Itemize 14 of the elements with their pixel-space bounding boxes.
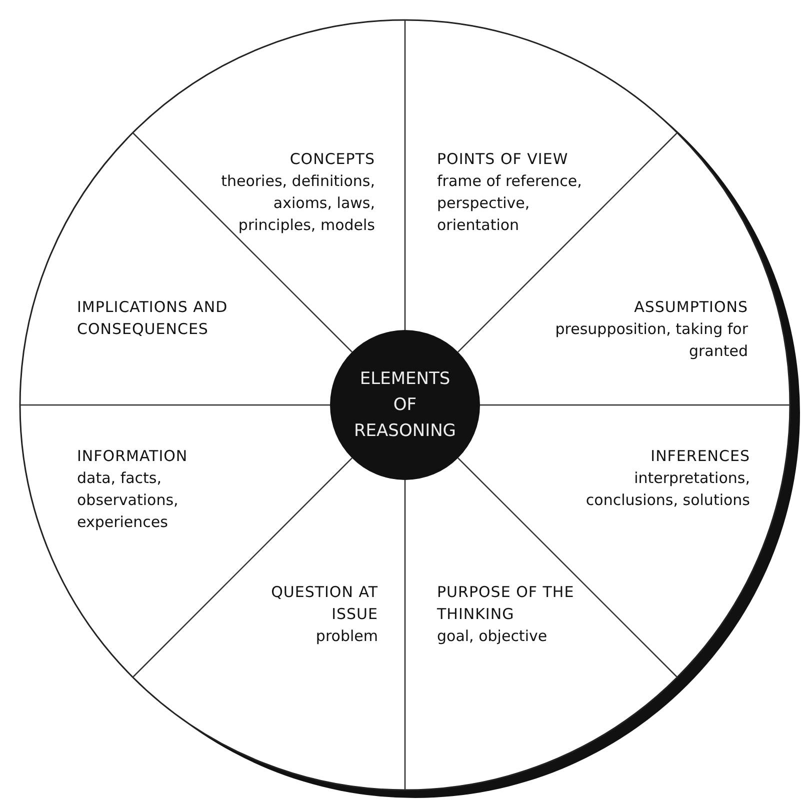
- heading-text: ASSUMPTIONS: [633, 297, 748, 318]
- description-text: interpretations, conclusions, solutions: [584, 468, 750, 511]
- heading-text: CONCEPTS: [288, 149, 375, 170]
- hub-label: ELEMENTS OF REASONING: [353, 368, 457, 443]
- heading-text: POINTS OF VIEW: [437, 149, 570, 170]
- heading-text: IMPLICATIONS AND CONSEQUENCES: [77, 297, 229, 340]
- description-text: problem: [314, 626, 378, 647]
- description-text: presupposition, taking for granted: [554, 319, 748, 362]
- description-text: goal, objective: [437, 626, 548, 647]
- heading-text: INFERENCES: [650, 446, 750, 467]
- heading-text: INFORMATION: [77, 446, 189, 467]
- description-text: data, facts, observations, experiences: [77, 468, 180, 533]
- description-text: frame of reference, perspective, orientation: [437, 171, 583, 236]
- description-text: theories, definitions, axioms, laws, principles, models: [220, 171, 375, 236]
